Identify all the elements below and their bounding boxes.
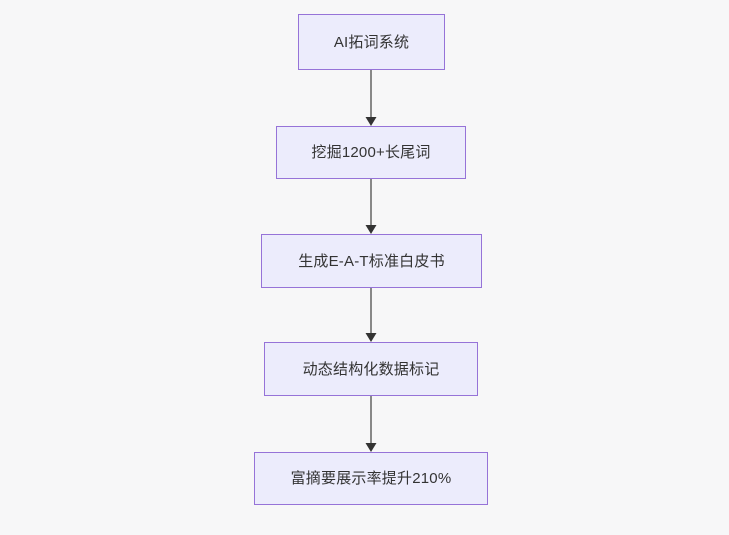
connector-arrow [362, 70, 380, 126]
flow-node-label: 生成E-A-T标准白皮书 [298, 252, 445, 270]
flow-node-n2[interactable]: 挖掘1200+长尾词 [276, 126, 466, 179]
connector-arrow [362, 396, 380, 452]
connector-arrow [362, 288, 380, 342]
flow-node-label: 挖掘1200+长尾词 [311, 144, 431, 161]
flow-node-label: 富摘要展示率提升210% [290, 470, 452, 487]
flow-node-label: AI拓词系统 [333, 33, 410, 51]
flow-node-label: 动态结构化数据标记 [302, 360, 440, 378]
flow-node-n1[interactable]: AI拓词系统 [298, 14, 445, 70]
flow-node-n3[interactable]: 生成E-A-T标准白皮书 [261, 234, 482, 288]
connector-arrow [362, 179, 380, 234]
flow-node-n5[interactable]: 富摘要展示率提升210% [254, 452, 488, 505]
flow-node-n4[interactable]: 动态结构化数据标记 [264, 342, 478, 396]
